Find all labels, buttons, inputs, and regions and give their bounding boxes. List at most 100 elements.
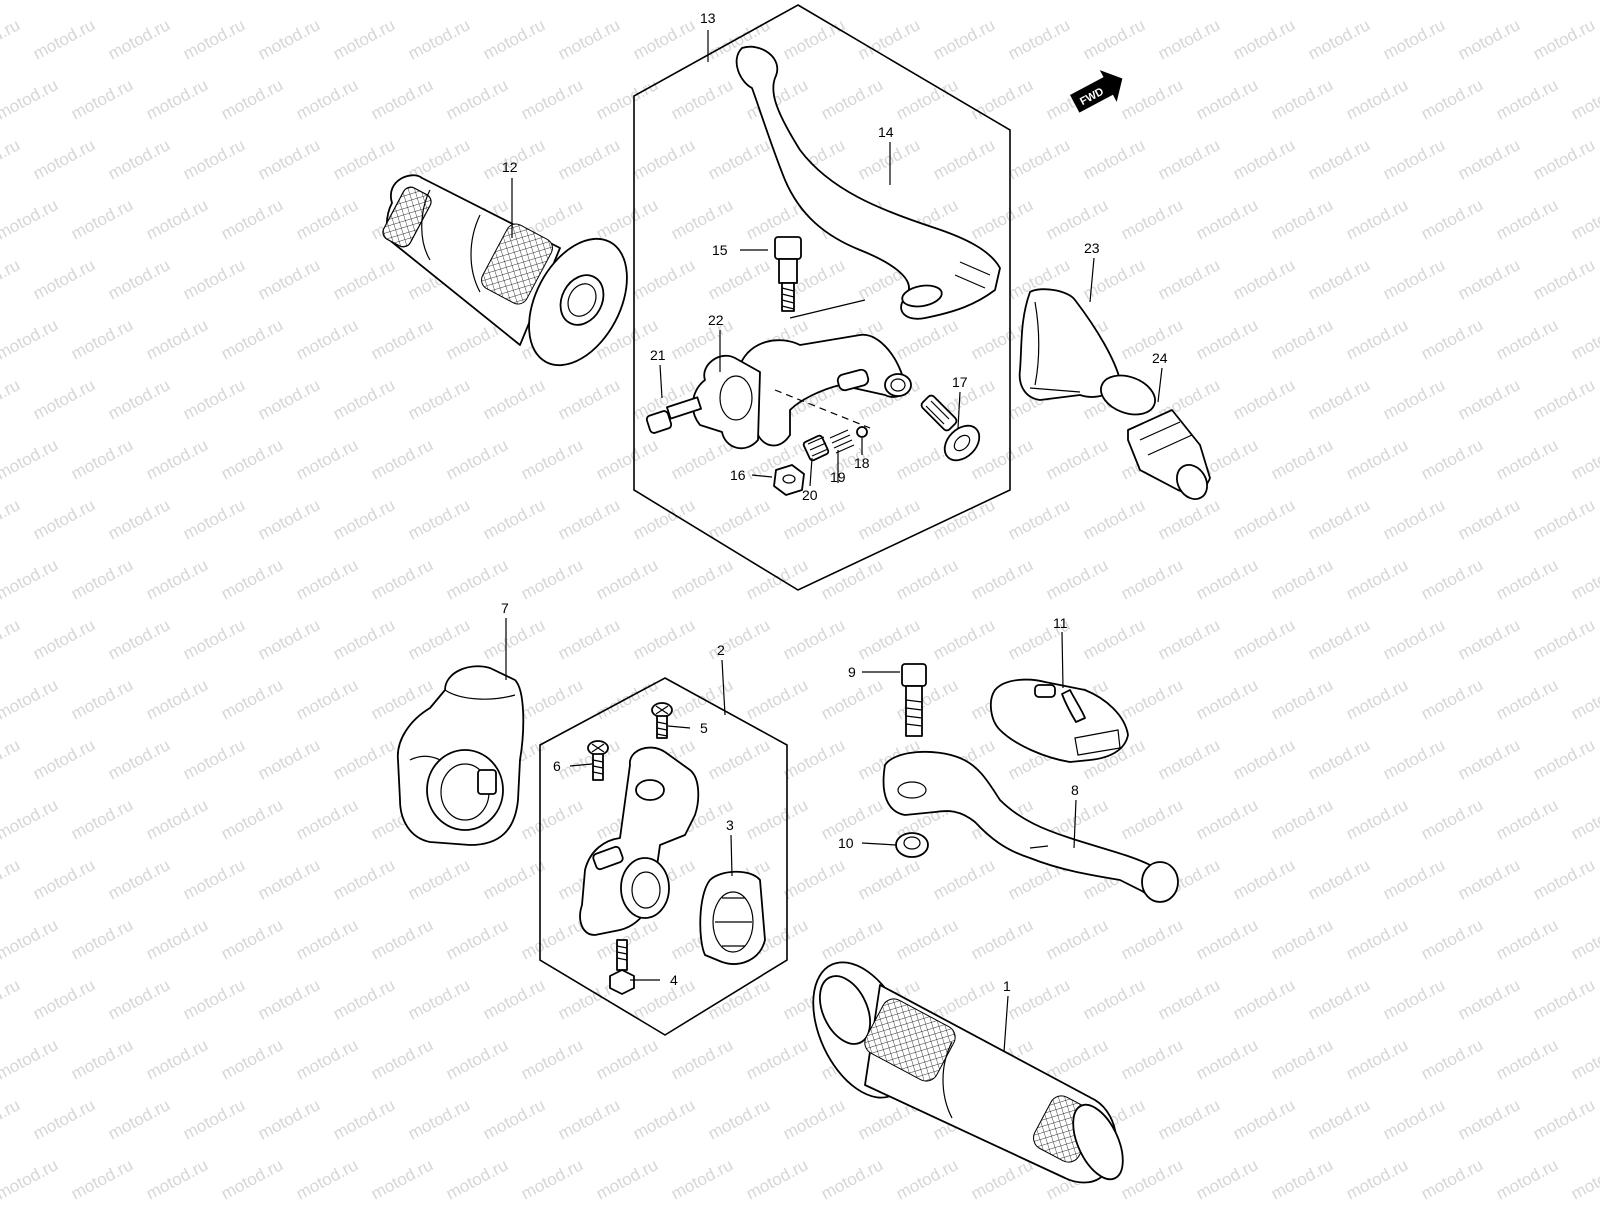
watermark-text: motod.ru: [668, 1035, 736, 1083]
watermark-text: motod.ru: [1118, 1155, 1186, 1200]
watermark-text: motod.ru: [1043, 555, 1111, 603]
watermark-text: motod.ru: [1493, 195, 1561, 243]
callout-12: 12: [502, 159, 518, 175]
watermark-text: motod.ru: [480, 15, 548, 63]
watermark-text: motod.ru: [68, 195, 136, 243]
watermark-text: motod.ru: [1493, 0, 1561, 4]
watermark-text: motod.ru: [480, 1095, 548, 1143]
watermark-text: motod.ru: [1305, 855, 1373, 903]
watermark-text: motod.ru: [68, 1155, 136, 1200]
watermark-text: motod.ru: [330, 255, 398, 303]
watermark-text: motod.ru: [255, 615, 323, 663]
watermark-text: motod.ru: [368, 0, 436, 4]
watermark-text: motod.ru: [705, 1095, 773, 1143]
watermark-text: motod.ru: [30, 135, 98, 183]
watermark-text: motod.ru: [218, 795, 286, 843]
watermark-text: motod.ru: [68, 915, 136, 963]
watermark-text: motod.ru: [30, 735, 98, 783]
watermark-text: motod.ru: [1118, 675, 1186, 723]
callout-17: 17: [952, 374, 968, 390]
watermark-text: motod.ru: [330, 495, 398, 543]
watermark-text: motod.ru: [518, 435, 586, 483]
watermark-text: motod.ru: [593, 195, 661, 243]
watermark-text: motod.ru: [218, 435, 286, 483]
watermark-text: motod.ru: [1568, 435, 1600, 483]
watermark-text: motod.ru: [743, 1155, 811, 1200]
part-6-screw: [587, 740, 609, 781]
watermark-text: motod.ru: [1305, 495, 1373, 543]
watermark-text: motod.ru: [293, 555, 361, 603]
watermark-text: motod.ru: [1380, 375, 1448, 423]
watermark-text: motod.ru: [1530, 15, 1598, 63]
watermark-text: motod.ru: [1530, 255, 1598, 303]
watermark-text: motod.ru: [0, 855, 23, 903]
watermark-text: motod.ru: [1268, 675, 1336, 723]
watermark-text: motod.ru: [1568, 1155, 1600, 1200]
watermark-text: motod.ru: [818, 675, 886, 723]
watermark-text: motod.ru: [0, 675, 61, 723]
callout-4: 4: [670, 972, 678, 988]
watermark-text: motod.ru: [780, 855, 848, 903]
watermark-text: motod.ru: [330, 1095, 398, 1143]
watermark-text: motod.ru: [1380, 855, 1448, 903]
callout-3: 3: [726, 817, 734, 833]
watermark-text: motod.ru: [1155, 1095, 1223, 1143]
watermark-text: motod.ru: [930, 495, 998, 543]
watermark-text: motod.ru: [1080, 975, 1148, 1023]
watermark-text: motod.ru: [1118, 0, 1186, 4]
part-4-screw: [609, 939, 635, 995]
watermark-text: motod.ru: [1493, 795, 1561, 843]
callout-21: 21: [650, 347, 666, 363]
watermark-text: motod.ru: [1268, 795, 1336, 843]
watermark-text: motod.ru: [780, 1095, 848, 1143]
watermark-text: motod.ru: [180, 15, 248, 63]
watermark-text: motod.ru: [1380, 975, 1448, 1023]
watermark-text: motod.ru: [1043, 0, 1111, 4]
watermark-text: motod.ru: [593, 675, 661, 723]
watermark-text: motod.ru: [930, 855, 998, 903]
watermark-text: motod.ru: [105, 15, 173, 63]
watermark-text: motod.ru: [180, 375, 248, 423]
watermark-text: motod.ru: [405, 975, 473, 1023]
watermark-text: motod.ru: [0, 915, 61, 963]
watermark-text: motod.ru: [68, 75, 136, 123]
watermark-text: motod.ru: [1343, 75, 1411, 123]
watermark-text: motod.ru: [1193, 915, 1261, 963]
watermark-text: motod.ru: [0, 195, 61, 243]
watermark-text: motod.ru: [1043, 195, 1111, 243]
watermark-text: motod.ru: [1493, 1035, 1561, 1083]
watermark-text: motod.ru: [1005, 135, 1073, 183]
watermark-text: motod.ru: [1380, 495, 1448, 543]
watermark-text: motod.ru: [555, 615, 623, 663]
watermark-text: motod.ru: [293, 75, 361, 123]
watermark-text: motod.ru: [330, 15, 398, 63]
watermark-text: motod.ru: [1380, 735, 1448, 783]
watermark-text: motod.ru: [255, 15, 323, 63]
watermark-text: motod.ru: [443, 915, 511, 963]
watermark-text: motod.ru: [968, 915, 1036, 963]
watermark-text: motod.ru: [143, 1155, 211, 1200]
watermark-text: motod.ru: [180, 255, 248, 303]
watermark-text: motod.ru: [255, 495, 323, 543]
watermark-text: motod.ru: [630, 1095, 698, 1143]
part-17-cable-adjuster: [920, 394, 981, 462]
watermark-text: motod.ru: [1155, 615, 1223, 663]
watermark-text: motod.ru: [443, 555, 511, 603]
watermark-text: motod.ru: [0, 135, 23, 183]
watermark-text: motod.ru: [105, 1095, 173, 1143]
callout-8: 8: [1071, 782, 1079, 798]
watermark-text: motod.ru: [1418, 915, 1486, 963]
watermark-text: motod.ru: [518, 795, 586, 843]
watermark-text: motod.ru: [1305, 975, 1373, 1023]
watermark-text: motod.ru: [1155, 975, 1223, 1023]
watermark-text: motod.ru: [1343, 0, 1411, 4]
watermark-text: motod.ru: [555, 735, 623, 783]
watermark-text: motod.ru: [1493, 435, 1561, 483]
watermark-text: motod.ru: [0, 15, 23, 63]
callout-15: 15: [712, 242, 728, 258]
watermark-text: motod.ru: [255, 375, 323, 423]
part-11-lever-boot: [989, 678, 1129, 763]
watermark-text: motod.ru: [555, 375, 623, 423]
watermark-text: motod.ru: [1268, 1155, 1336, 1200]
watermark-text: motod.ru: [668, 75, 736, 123]
